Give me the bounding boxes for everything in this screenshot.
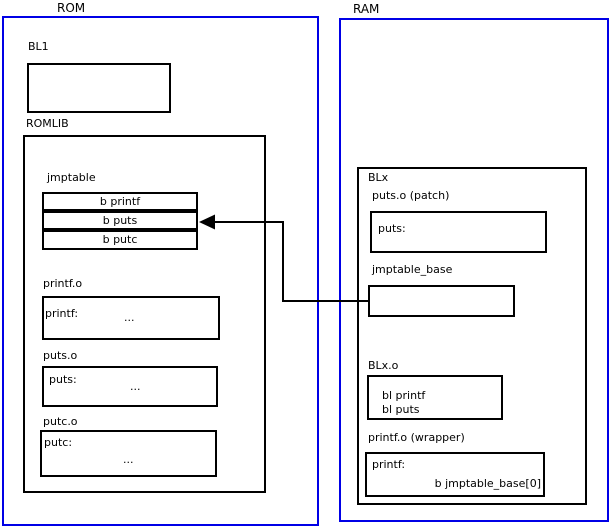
rom-title: ROM (57, 1, 86, 15)
jmptable-label: jmptable (47, 171, 96, 184)
romlib-box: jmptable b printf b puts b putc printf.o… (23, 135, 266, 493)
jmptable-row-b-printf: b printf (42, 192, 198, 211)
blx-o-box: bl printf bl puts (367, 375, 503, 420)
putc-ellipsis: ... (123, 453, 134, 466)
printf-o-box: printf: ... (42, 296, 220, 340)
printf-wrapper-label: printf.o (wrapper) (368, 431, 465, 444)
puts-o-box: puts: ... (42, 366, 218, 407)
jmptable-box: b printf b puts b putc (42, 192, 198, 250)
blx-box: BLx puts.o (patch) puts: jmptable_base B… (357, 167, 587, 505)
printf-symbol: printf: (45, 307, 79, 320)
putc-symbol: putc: (44, 436, 73, 449)
jmptable-base-label: jmptable_base (372, 263, 453, 276)
puts-symbol: puts: (49, 373, 77, 386)
printf-wrapper-body: b jmptable_base[0] (434, 477, 541, 490)
jmptable-row-b-puts: b puts (42, 211, 198, 230)
jmptable-row-b-putc: b putc (42, 230, 198, 250)
puts-patch-label: puts.o (patch) (372, 189, 450, 202)
jmptable-base-box (368, 285, 515, 317)
blx-o-label: BLx.o (368, 359, 399, 372)
printf-wrapper-box: printf: b jmptable_base[0] (365, 452, 545, 497)
blx-o-line2: bl puts (382, 403, 420, 416)
ram-title: RAM (353, 2, 380, 16)
printf-wrapper-symbol: printf: (372, 458, 406, 471)
puts-patch-box: puts: (370, 211, 547, 253)
blx-o-line1: bl printf (382, 389, 426, 402)
romlib-label: ROMLIB (26, 117, 69, 130)
printf-o-label: printf.o (43, 277, 83, 290)
printf-ellipsis: ... (124, 311, 135, 324)
blx-label: BLx (368, 171, 389, 184)
putc-o-box: putc: ... (40, 430, 217, 477)
puts-patch-symbol: puts: (378, 222, 406, 235)
putc-o-label: putc.o (43, 415, 78, 428)
bl1-label: BL1 (28, 40, 49, 53)
puts-o-label: puts.o (43, 349, 78, 362)
puts-ellipsis: ... (130, 380, 141, 393)
bl1-box (27, 63, 171, 113)
